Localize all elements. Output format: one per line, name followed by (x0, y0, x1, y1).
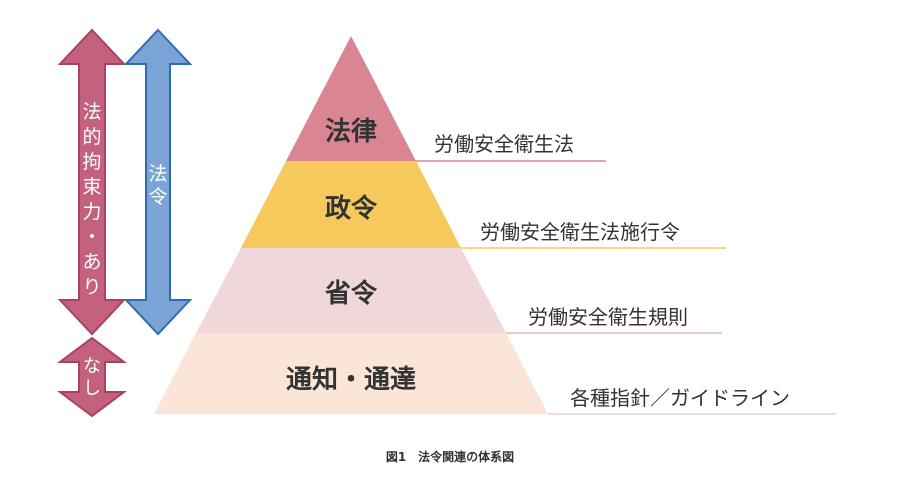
no-binding-arrow (57, 336, 127, 418)
tier-ministerial-ordinance (196, 248, 506, 333)
legal-binding-label: 法的拘束力・あり (82, 101, 101, 298)
no-binding-label: なし (83, 356, 101, 399)
law-name-order: 労働安全衛生法施行令 (480, 220, 680, 244)
law-arrow-label: 法令 (148, 163, 167, 208)
tier-label-law: 法律 (325, 117, 377, 147)
tier-label-cabinet-order: 政令 (325, 193, 378, 224)
tier-label-notice: 通知・通達 (286, 365, 416, 395)
law-name-act: 労働安全衛生法 (434, 132, 574, 156)
law-name-rules: 労働安全衛生規則 (528, 305, 688, 329)
figure-caption: 図1 法令関連の体系図 (385, 450, 515, 464)
tier-cabinet-order (241, 161, 461, 248)
law-name-guidelines: 各種指針／ガイドライン (570, 386, 790, 410)
legal-binding-arrow (57, 28, 127, 336)
tier-law (286, 36, 416, 161)
law-arrow (123, 28, 193, 336)
tier-label-ministerial-ordinance: 省令 (324, 278, 378, 309)
tier-notice (154, 333, 548, 414)
